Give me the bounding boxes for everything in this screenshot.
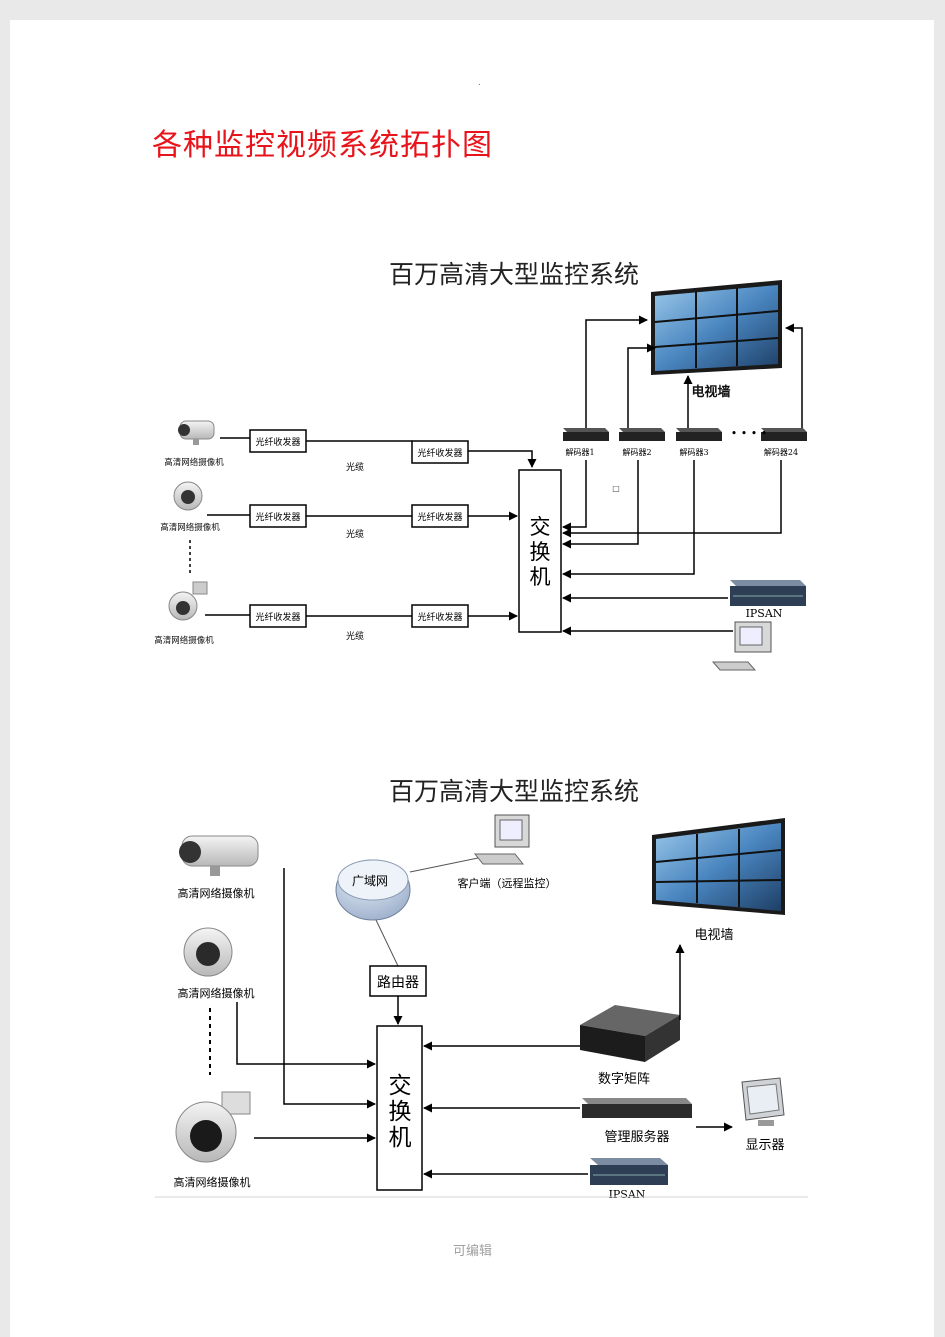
decoder-3-label: 解码器3 <box>679 447 708 457</box>
client-label: 客户端（远程监控） <box>458 876 557 890</box>
router-label: 路由器 <box>377 975 419 991</box>
mgmt-label: 管理服务器 <box>604 1129 669 1145</box>
decoder-2-label: 解码器2 <box>622 447 651 457</box>
document-page <box>10 20 934 1337</box>
decoder-2-icon <box>619 428 665 441</box>
switch-1-char-3: 机 <box>530 565 551 589</box>
transceiver-right-1-label: 光纤收发器 <box>417 447 462 459</box>
computer-icon <box>711 621 772 671</box>
fiber-label-3: 光缆 <box>346 630 364 642</box>
matrix-label: 数字矩阵 <box>598 1072 650 1087</box>
camera-1-label: 高清网络摄像机 <box>164 457 224 468</box>
footer-note: 可编辑 <box>452 1244 492 1259</box>
header-mark: . <box>478 78 481 88</box>
fiber-label-1: 光缆 <box>346 461 364 473</box>
camera-5-label: 高清网络摄像机 <box>178 986 255 1000</box>
tv-wall-icon <box>651 280 782 375</box>
transceiver-left-1-label: 光纤收发器 <box>255 436 300 448</box>
document-title: 各种监控视频系统拓扑图 <box>152 128 493 163</box>
management-server-icon <box>582 1098 692 1118</box>
diagram-2-title: 百万高清大型监控系统 <box>389 777 639 806</box>
bullet-camera-icon <box>178 420 215 445</box>
decoder-1-icon <box>563 428 609 441</box>
switch-1-char-2: 换 <box>530 540 551 564</box>
transceiver-right-2-label: 光纤收发器 <box>417 511 462 523</box>
switch-2-char-3: 机 <box>389 1125 412 1151</box>
decoder-3-icon <box>676 428 722 441</box>
decoder-24-label: 解码器24 <box>764 447 798 457</box>
wan-cloud-icon <box>335 859 411 921</box>
transceiver-left-2-label: 光纤收发器 <box>255 511 300 523</box>
switch-2-char-1: 交 <box>389 1073 412 1099</box>
tv-wall-label: 电视墙 <box>691 384 730 400</box>
transceiver-right-3-label: 光纤收发器 <box>417 611 462 623</box>
storage-server-icon <box>590 1158 668 1185</box>
storage-label-2: IPSAN <box>609 1188 646 1201</box>
diagram-1-title: 百万高清大型监控系统 <box>389 260 639 289</box>
diagram-1: 百万高清大型监控系统 电视墙 高清网络摄像机 高清网络摄像机 <box>154 260 807 671</box>
camera-2-label: 高清网络摄像机 <box>160 522 220 533</box>
camera-6-label: 高清网络摄像机 <box>174 1175 251 1189</box>
switch-1-char-1: 交 <box>530 515 551 539</box>
camera-3-label: 高清网络摄像机 <box>154 635 214 646</box>
client-computer-icon <box>473 814 530 865</box>
wan-label: 广域网 <box>352 874 388 888</box>
fiber-label-2: 光缆 <box>346 528 364 540</box>
switch-1-box <box>518 469 562 633</box>
storage-label-1: IPSAN <box>746 607 783 620</box>
monitor-icon <box>741 1077 785 1126</box>
switch-2-char-2: 换 <box>389 1099 412 1125</box>
transceiver-left-3-label: 光纤收发器 <box>255 611 300 623</box>
tv-wall-icon <box>652 818 785 915</box>
transceiver-right-1 <box>411 440 469 464</box>
camera-4-label: 高清网络摄像机 <box>178 886 255 900</box>
bullet-camera-icon <box>179 835 259 876</box>
digital-matrix-icon <box>580 1005 680 1062</box>
ptz-camera-icon <box>175 1091 251 1163</box>
decoder-24-icon <box>761 428 807 441</box>
small-mark: □ <box>612 484 620 493</box>
switch-2-box <box>376 1025 423 1191</box>
diagram-2: 百万高清大型监控系统 高清网络摄像机 高清网络摄像机 高清网络摄像机 <box>155 777 808 1201</box>
decoder-1-label: 解码器1 <box>565 447 594 457</box>
dome-camera-icon <box>183 927 233 977</box>
dome-camera-icon <box>173 481 203 511</box>
monitor-label: 显示器 <box>745 1138 784 1153</box>
storage-server-icon <box>730 580 806 606</box>
tv-wall-label-2: 电视墙 <box>694 928 733 943</box>
router-box <box>369 965 427 997</box>
decoder-ellipsis: • • • • <box>731 427 767 440</box>
ptz-camera-icon <box>168 581 208 621</box>
